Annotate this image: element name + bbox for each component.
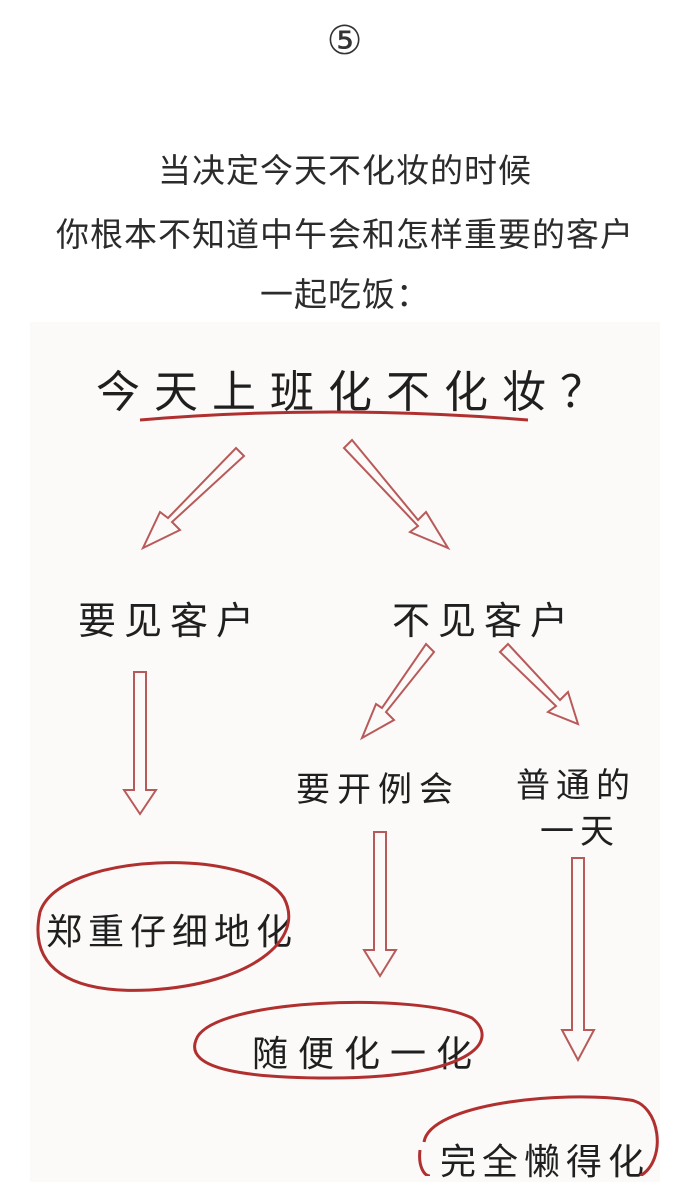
- branch-meet-client: 要见客户: [78, 599, 263, 643]
- branch-ordinary-day-line-1: 普通的: [516, 766, 636, 806]
- arrow-right-to-meeting: [359, 642, 436, 741]
- arrow-title-to-left: [140, 446, 246, 551]
- branch-no-client: 不见客户: [392, 599, 577, 643]
- oval-careful: [36, 861, 291, 992]
- diagram-title: 今天上班化不化妆？: [96, 367, 618, 418]
- arrow-meeting-down: [362, 831, 398, 978]
- title-underline: [139, 410, 529, 422]
- oval-casual: [193, 1000, 484, 1080]
- arrow-left-down: [122, 671, 158, 816]
- intro-line-1: 当决定今天不化妆的时候: [158, 151, 532, 190]
- oval-lazy: [422, 1095, 659, 1176]
- branch-ordinary-day-line-2: 一天: [540, 812, 620, 852]
- arrow-title-to-right: [342, 438, 451, 551]
- branch-meeting: 要开例会: [296, 770, 460, 810]
- arrow-ordinary-down: [560, 857, 596, 1063]
- intro-line-2: 你根本不知道中午会和怎样重要的客户: [56, 215, 634, 254]
- arrow-right-to-ordinary: [498, 642, 580, 726]
- result-careful: 郑重仔细地化: [46, 912, 299, 953]
- step-number: ⑤: [326, 18, 364, 64]
- oval-lazy-left: [418, 1149, 431, 1176]
- intro-line-3: 一起吃饭：: [260, 275, 430, 314]
